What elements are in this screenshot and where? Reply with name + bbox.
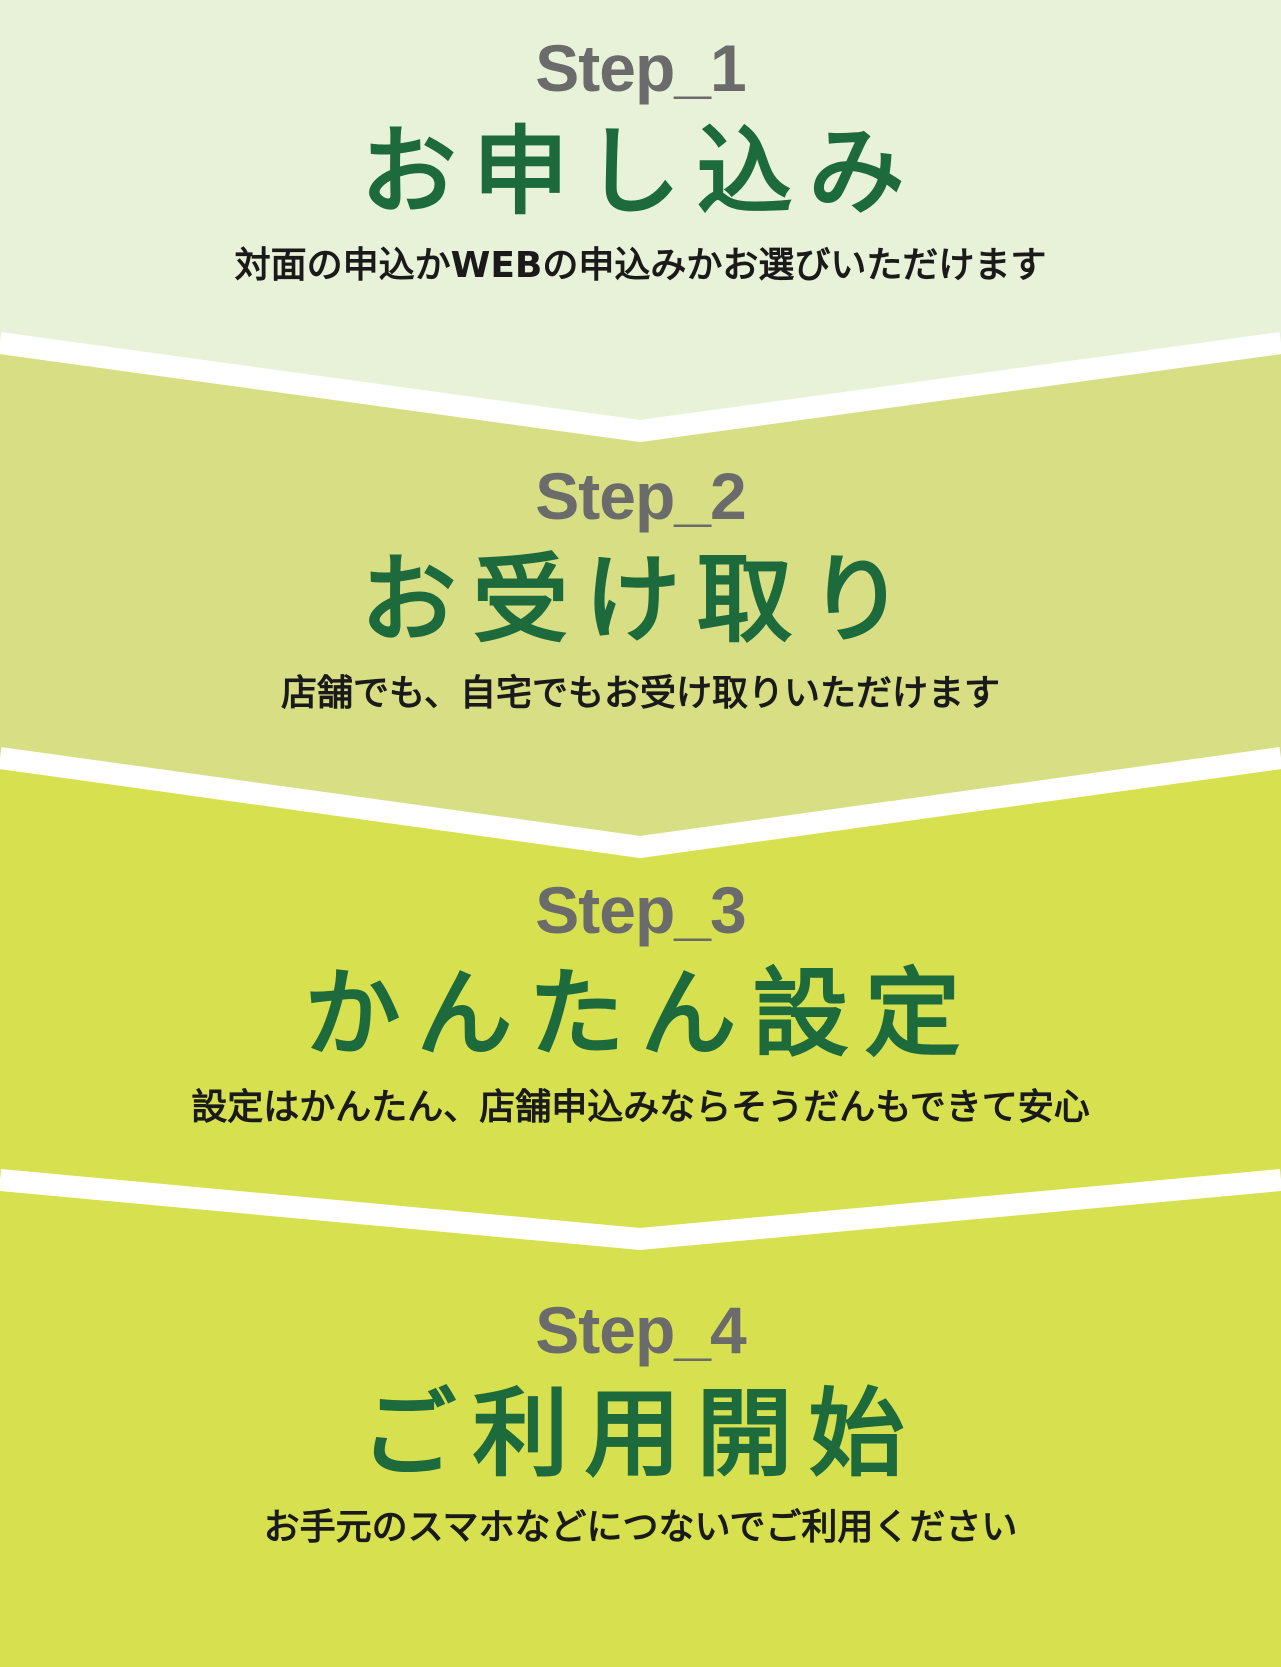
step-1-band (0, 0, 1281, 438)
step-4-description: お手元のスマホなどにつないでご利用ください (263, 1507, 1018, 1548)
step-4: Step_4 ご利用開始 お手元のスマホなどにつないでご利用ください (0, 1290, 1281, 1552)
step-2-label: Step_2 (535, 459, 746, 533)
step-1-description: 対面の申込かWEBの申込みかお選びいただけます (234, 245, 1047, 286)
step-2-band (0, 350, 1281, 855)
step-1-label: Step_1 (535, 31, 746, 105)
step-2: Step_2 お受け取り 店舗でも、自宅でもお受け取りいただけます (0, 456, 1281, 718)
step-3-band (0, 765, 1281, 1245)
step-4-label: Step_4 (535, 1293, 746, 1367)
separator-1 (0, 332, 1281, 443)
step-4-title: ご利用開始 (360, 1378, 921, 1490)
step-3-title: かんたん設定 (304, 958, 977, 1070)
separator-2 (0, 747, 1281, 859)
step-2-description: 店舗でも、自宅でもお受け取りいただけます (281, 673, 1000, 714)
step-3-label: Step_3 (535, 873, 746, 947)
step-3: Step_3 かんたん設定 設定はかんたん、店舗申込みならそうだんもできて安心 (0, 870, 1281, 1132)
step-2-title: お受け取り (360, 544, 921, 656)
step-4-band (0, 1187, 1281, 1667)
step-3-description: 設定はかんたん、店舗申込みならそうだんもできて安心 (191, 1087, 1090, 1128)
step-1: Step_1 お申し込み 対面の申込かWEBの申込みかお選びいただけます (0, 28, 1281, 290)
separator-3 (0, 1169, 1281, 1251)
step-1-title: お申し込み (360, 116, 921, 228)
